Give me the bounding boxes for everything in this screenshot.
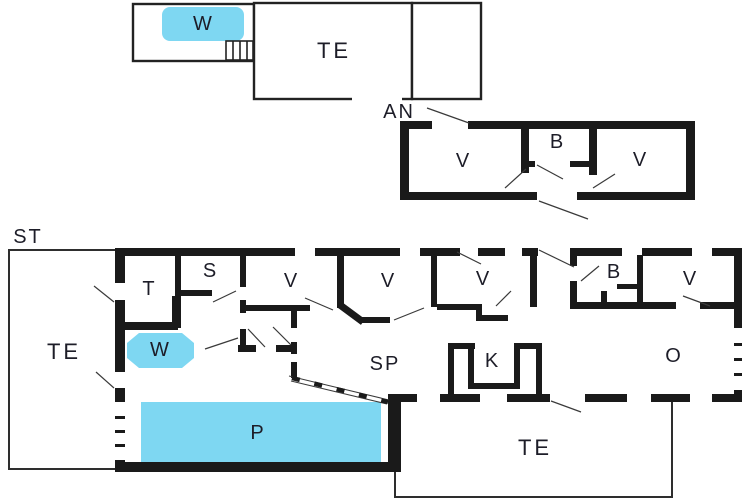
interior-walls — [122, 255, 742, 378]
door-opening — [537, 192, 577, 200]
kitchen-counter — [448, 343, 542, 397]
annex-an-building — [400, 107, 695, 220]
room-label-kitchen: K — [484, 350, 500, 372]
room-label-annex-bedroom-left: V — [455, 150, 471, 172]
room-label-bedroom-2: V — [380, 270, 396, 292]
room-label-sauna: S — [202, 260, 218, 282]
terrace-opening — [352, 96, 402, 102]
terrace-west — [8, 249, 118, 470]
door-opening — [676, 302, 700, 309]
wall-segment — [521, 129, 529, 173]
pool-water-shape — [141, 402, 381, 462]
room-label-bathroom: B — [606, 261, 622, 283]
room-label-terrace-upper: TE — [316, 38, 352, 63]
annex-label: AN — [383, 101, 415, 123]
annex-interior — [409, 129, 686, 192]
window-mullions — [115, 343, 742, 447]
door-swing-lines — [426, 107, 616, 220]
room-label-pool: P — [250, 422, 266, 444]
room-label-bedroom-1: V — [283, 270, 299, 292]
pool-glass-partition — [288, 375, 390, 405]
upper-annex-building — [131, 1, 483, 102]
whirlpool-octagon-shape — [127, 333, 194, 368]
room-label-whirlpool: W — [150, 339, 170, 361]
terrace-south — [394, 399, 673, 498]
door-swing-lines — [93, 249, 711, 413]
room-label-living-room: O — [665, 345, 683, 367]
room-label-annex-bedroom-right: V — [632, 149, 648, 171]
upper-terrace-room — [252, 1, 414, 101]
room-label-pool-room: SP — [369, 353, 401, 375]
wall-segment — [589, 129, 597, 175]
room-label-bedroom-3: V — [475, 268, 491, 290]
stairs-icon — [225, 40, 254, 61]
wall-segment — [521, 161, 535, 167]
room-label-terrace-south: TE — [517, 435, 553, 460]
upper-side-room — [410, 1, 483, 101]
whirlpool-tub-shape — [162, 7, 244, 41]
room-label-toilet: T — [142, 278, 156, 300]
room-label-bedroom-4: V — [682, 268, 698, 290]
room-label-annex-bathroom: B — [549, 131, 565, 153]
room-label-whirlpool-upper: W — [193, 13, 213, 35]
main-house — [93, 248, 742, 472]
house-label: ST — [13, 226, 43, 248]
angled-wall — [337, 302, 366, 325]
room-label-terrace-west: TE — [46, 339, 82, 364]
door-opening — [432, 121, 468, 129]
wall-segment — [570, 161, 597, 167]
